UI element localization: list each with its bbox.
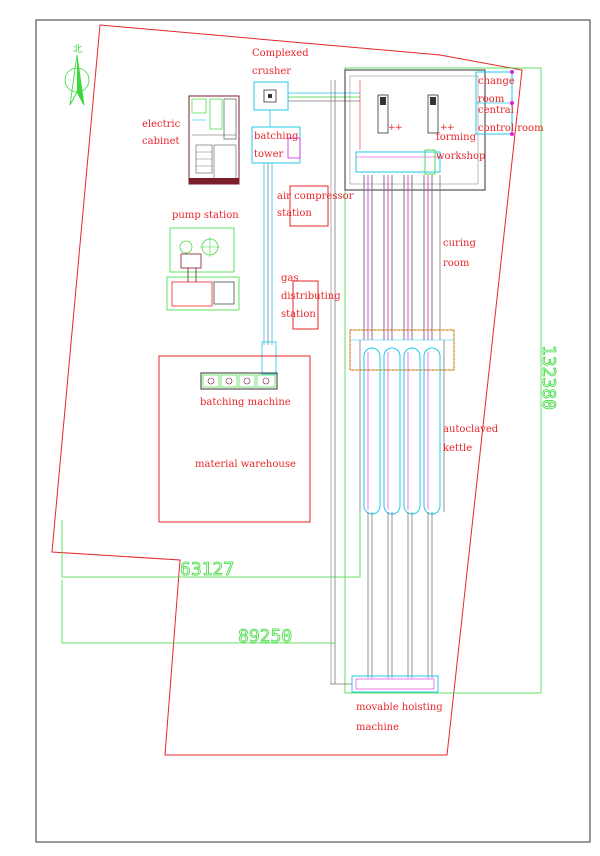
dimension-frames	[61, 67, 542, 694]
conveyor-lines	[261, 92, 360, 375]
site-boundary	[51, 24, 523, 756]
label-forming-1: forming	[436, 132, 477, 143]
label-electric-2: cabinet	[142, 136, 180, 147]
air-compressor-station	[289, 185, 329, 227]
hoist-rails	[330, 80, 433, 684]
forming-workshop: + + + +	[344, 69, 486, 191]
dimension-width-total: 89250	[238, 626, 292, 647]
label-pump: pump station	[172, 210, 239, 221]
movable-hoisting-machine	[330, 675, 439, 693]
label-hoist-1: movable hoisting	[356, 702, 443, 713]
transfer-car	[349, 329, 455, 371]
dimension-length-total: 132380	[538, 345, 559, 410]
batching-machine	[200, 372, 278, 390]
label-gas-1: gas	[281, 273, 299, 284]
label-air-1: air compressor	[277, 191, 354, 202]
label-crusher-1: Complexed	[252, 48, 309, 59]
label-curing-1: curing	[443, 238, 476, 249]
svg-text:+: +	[395, 123, 403, 133]
gas-distributing-station	[292, 280, 319, 330]
label-batching-machine: batching machine	[200, 397, 291, 408]
complexed-crusher	[253, 81, 289, 111]
label-autoclave-1: autoclaved	[443, 424, 499, 435]
electric-cabinet	[188, 95, 240, 185]
batching-tower	[251, 126, 301, 164]
label-central-1: central	[478, 105, 514, 116]
change-and-control-rooms	[475, 70, 514, 136]
dimension-width-upper: 63127	[180, 559, 234, 580]
curing-room-rails	[359, 175, 445, 512]
svg-text:+: +	[447, 123, 455, 133]
label-central-2: control room	[478, 123, 544, 134]
material-warehouse	[158, 355, 311, 523]
north-label: 北	[73, 44, 82, 55]
drawing-frame	[35, 19, 591, 843]
label-gas-2: distributing	[281, 291, 341, 302]
label-change-2: room	[478, 94, 505, 105]
label-gas-3: station	[281, 309, 316, 320]
label-hoist-2: machine	[356, 722, 399, 733]
svg-text:+: +	[440, 123, 448, 133]
label-batching-tower-1: batching	[254, 131, 299, 142]
label-change-1: change	[478, 76, 515, 87]
label-forming-2: workshop	[436, 151, 485, 162]
label-crusher-2: crusher	[252, 66, 291, 77]
label-batching-tower-2: tower	[254, 149, 284, 160]
label-curing-2: room	[443, 258, 470, 269]
pump-station	[166, 227, 240, 311]
svg-text:+: +	[388, 123, 396, 133]
label-air-2: station	[277, 208, 312, 219]
autoclaved-kettles	[363, 347, 441, 515]
north-arrow-icon: 北	[64, 44, 90, 106]
label-material-warehouse: material warehouse	[195, 459, 296, 470]
label-electric-1: electric	[142, 119, 181, 130]
label-autoclave-2: kettle	[443, 443, 472, 454]
